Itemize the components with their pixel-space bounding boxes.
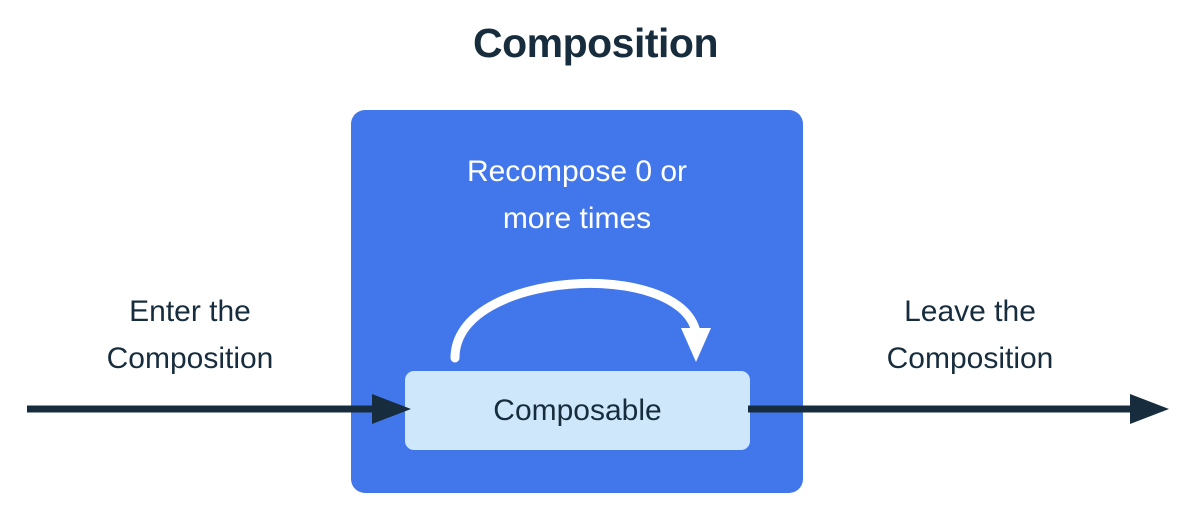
recompose-loop-arrow-icon [450,278,711,363]
composable-node-label: Composable [493,393,662,427]
leave-caption-line-1: Leave the [904,295,1036,328]
enter-caption-line-1: Enter the [129,295,251,328]
leave-composition-caption: Leave the Composition [810,288,1130,382]
enter-composition-arrow-icon [27,394,411,424]
leave-caption-line-2: Composition [886,342,1054,375]
recompose-caption-line-2: more times [502,202,652,235]
recompose-caption-line-1: Recompose 0 or [466,155,688,188]
composable-node[interactable]: Composable [405,371,750,450]
recompose-caption: Recompose 0 or more times [351,148,803,242]
enter-caption-line-2: Composition [106,342,274,375]
enter-composition-caption: Enter the Composition [30,288,350,382]
page-title: Composition [472,20,719,66]
leave-composition-arrow-icon [748,394,1169,424]
